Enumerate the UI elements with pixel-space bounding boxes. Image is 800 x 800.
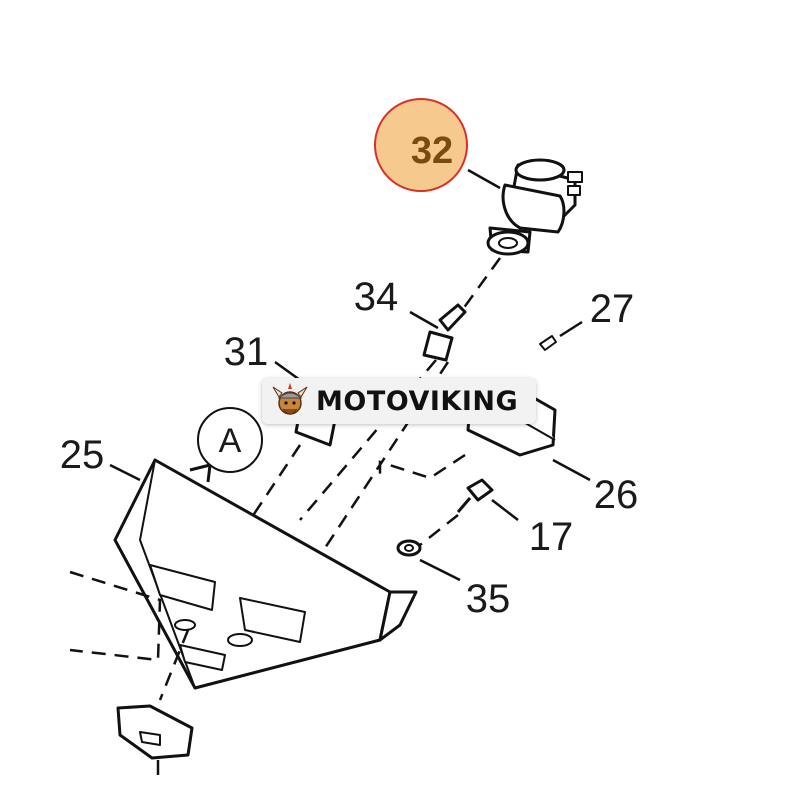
callout-32: 32 [411,130,453,172]
watermark-text: MOTOVIKING [316,385,519,417]
bottom-clip-part [116,704,194,775]
screw-part-27 [539,320,583,351]
callout-17: 17 [529,515,574,559]
bolt-part-17 [456,478,519,521]
ignition-switch-part-32 [467,158,583,256]
washer-part-35 [396,539,461,582]
view-marker-circle [197,407,263,473]
callout-35: 35 [466,577,511,621]
callout-34: 34 [354,275,399,319]
view-marker-label: A [219,422,242,460]
viking-head-icon [272,383,308,415]
callout-26: 26 [594,473,639,517]
callout-32-highlight [374,98,468,192]
key-part-34 [409,303,467,362]
callout-27: 27 [590,287,635,331]
callout-31: 31 [224,330,269,374]
watermark-banner: MOTOVIKING [262,378,536,424]
callout-25: 25 [60,433,105,477]
bracket-part-25 [109,458,418,690]
